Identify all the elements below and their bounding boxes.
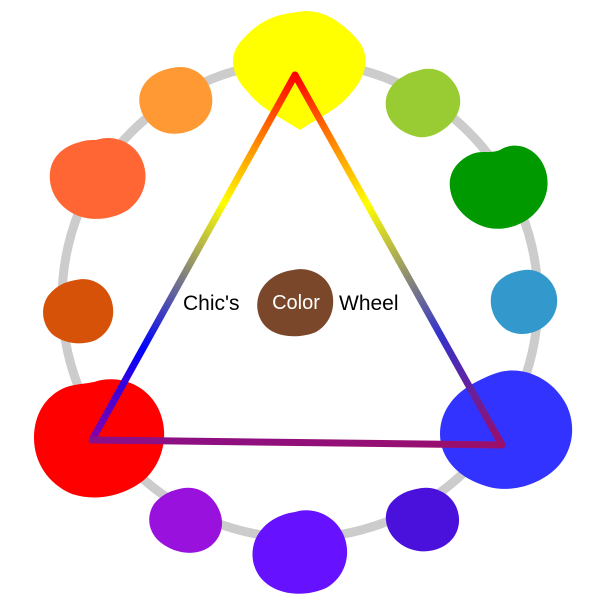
wheel-title: Chic's Color Wheel — [183, 269, 399, 337]
color-blobs — [34, 11, 573, 594]
triangle-edge-right — [291, 71, 506, 449]
blob-blue — [440, 370, 573, 489]
title-left-text: Chic's — [183, 292, 240, 315]
blob-orange — [49, 138, 146, 219]
center-blob — [257, 269, 334, 337]
triangle-edge-bottom — [88, 436, 506, 449]
primary-triangle — [88, 71, 506, 449]
title-center-text: Color — [272, 292, 320, 314]
title-right-text: Wheel — [339, 292, 399, 315]
blob-violet — [252, 510, 348, 594]
blob-yellow — [232, 11, 366, 131]
blob-red-orange — [43, 279, 114, 344]
blob-yellow-orange — [139, 66, 213, 134]
blob-red-violet — [149, 487, 223, 553]
blob-blue-green — [490, 269, 558, 334]
blob-blue-violet — [385, 487, 460, 552]
blob-green — [449, 145, 548, 229]
blob-yellow-green — [385, 68, 461, 138]
triangle-edge-left — [88, 71, 299, 444]
